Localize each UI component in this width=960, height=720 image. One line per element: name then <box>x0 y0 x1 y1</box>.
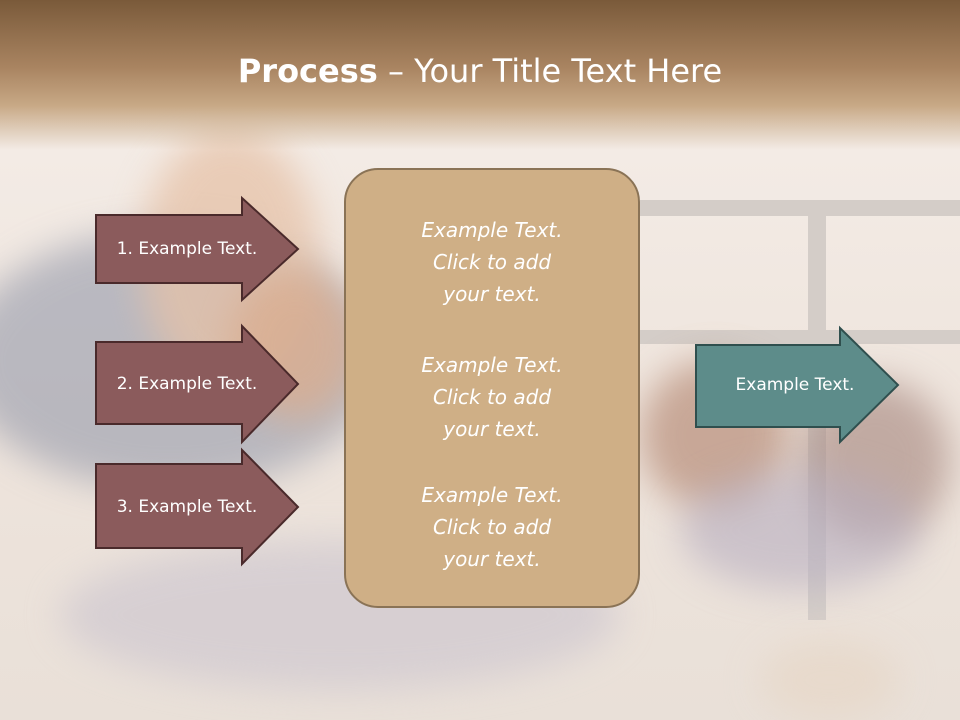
step-label: 1. Example Text. <box>116 239 258 259</box>
para-line: your text. <box>443 282 541 306</box>
step-arrow-2[interactable]: 2. Example Text. <box>95 323 300 445</box>
result-arrow[interactable]: Example Text. <box>695 325 900 445</box>
title-band <box>0 0 960 150</box>
blurred-figure <box>760 640 900 720</box>
center-text-box[interactable]: Example Text. Click to add your text. Ex… <box>344 168 640 608</box>
arrow-shape <box>95 447 300 567</box>
para-line: Example Text. <box>421 483 563 507</box>
center-paragraph-3: Example Text. Click to add your text. <box>346 479 638 575</box>
center-paragraph-2: Example Text. Click to add your text. <box>346 349 638 445</box>
para-line: Click to add <box>432 515 552 539</box>
title-rest: – Your Title Text Here <box>377 52 723 90</box>
para-line: your text. <box>443 547 541 571</box>
step-arrow-1[interactable]: 1. Example Text. <box>95 195 300 303</box>
blurred-figure <box>680 470 920 590</box>
step-arrow-3[interactable]: 3. Example Text. <box>95 447 300 567</box>
step-label: 3. Example Text. <box>116 497 258 517</box>
para-line: Example Text. <box>421 353 563 377</box>
window-frame <box>640 330 960 344</box>
step-label: 2. Example Text. <box>116 374 258 394</box>
center-paragraph-1: Example Text. Click to add your text. <box>346 214 638 310</box>
arrow-shape <box>695 325 900 445</box>
slide-title[interactable]: Process – Your Title Text Here <box>0 52 960 90</box>
title-bold: Process <box>237 52 378 90</box>
arrow-shape <box>95 195 300 303</box>
para-line: Click to add <box>432 250 552 274</box>
para-line: your text. <box>443 417 541 441</box>
para-line: Example Text. <box>421 218 563 242</box>
arrow-shape <box>95 323 300 445</box>
para-line: Click to add <box>432 385 552 409</box>
window-frame <box>640 200 960 216</box>
result-label: Example Text. <box>735 375 855 395</box>
